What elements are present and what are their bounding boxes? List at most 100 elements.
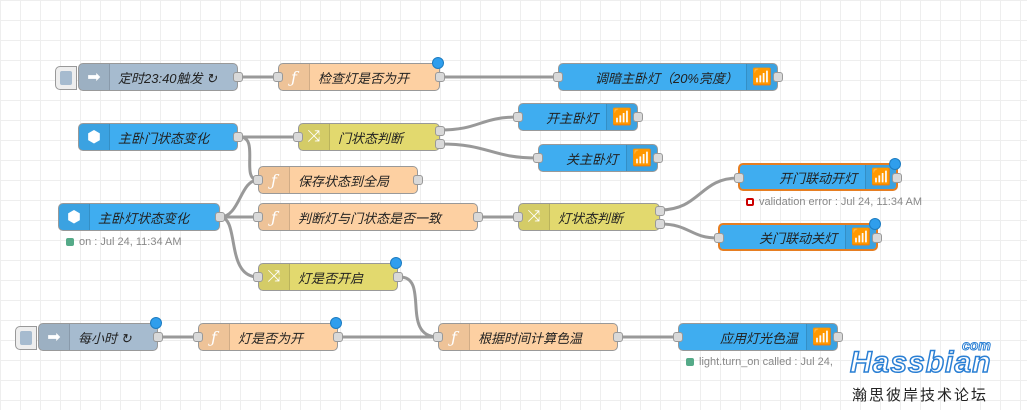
output-port[interactable] xyxy=(215,212,225,222)
output-port[interactable] xyxy=(233,72,243,82)
output-port[interactable] xyxy=(473,212,483,222)
function-node-calc-temp[interactable]: ƒ 根据时间计算色温 xyxy=(433,323,623,351)
output-port[interactable] xyxy=(333,332,343,342)
input-port[interactable] xyxy=(673,332,683,342)
output-port[interactable] xyxy=(653,153,663,163)
node-label: 调暗主卧灯（20%亮度） xyxy=(594,70,738,86)
inject-button[interactable] xyxy=(15,326,37,350)
function-icon: ƒ xyxy=(279,64,310,90)
ha-service-node-light-on[interactable]: 📶 开主卧灯 xyxy=(513,103,643,131)
watermark-com: com xyxy=(962,337,992,354)
output-port[interactable] xyxy=(892,173,902,183)
output-port[interactable] xyxy=(872,233,882,243)
status-indicator xyxy=(746,198,754,206)
output-port[interactable] xyxy=(413,175,423,185)
node-label: 灯是否为开 xyxy=(238,330,304,346)
input-port[interactable] xyxy=(253,175,263,185)
function-node-is-on[interactable]: ƒ 灯是否为开 xyxy=(193,317,343,351)
switch-node-is-light-on[interactable]: ⤨ 灯是否开启 xyxy=(253,257,403,291)
function-node-check-light[interactable]: ƒ 检查灯是否为开 xyxy=(273,57,445,91)
node-label: 关门联动关灯 xyxy=(758,230,837,246)
switch-icon: ⤨ xyxy=(299,124,330,150)
status-text: validation error : Jul 24, 11:34 AM xyxy=(759,196,923,208)
input-port[interactable] xyxy=(253,272,263,282)
output-port[interactable] xyxy=(435,72,445,82)
input-port[interactable] xyxy=(714,233,724,243)
function-node-compare[interactable]: ƒ 判断灯与门状态是否一致 xyxy=(253,203,483,231)
ha-service-node-dim[interactable]: 📶 调暗主卧灯（20%亮度） xyxy=(553,63,783,91)
router-icon: 📶 xyxy=(606,104,637,130)
watermark-subtitle: 瀚思彼岸技术论坛 xyxy=(852,387,989,404)
output-port[interactable] xyxy=(393,272,403,282)
node-label: 灯状态判断 xyxy=(558,210,624,226)
changed-indicator xyxy=(889,158,901,170)
node-label: 主卧灯状态变化 xyxy=(98,210,190,226)
status-text: light.turn_on called : Jul 24, xyxy=(699,356,833,368)
node-label: 开主卧灯 xyxy=(545,110,598,126)
arrow-right-icon: ➡ xyxy=(39,324,70,350)
function-icon: ƒ xyxy=(259,204,290,230)
input-port[interactable] xyxy=(553,72,563,82)
status-validation: validation error : Jul 24, 11:34 AM xyxy=(746,196,922,208)
switch-icon: ⤨ xyxy=(519,204,550,230)
status-light-state: on : Jul 24, 11:34 AM xyxy=(66,236,182,248)
input-port[interactable] xyxy=(533,153,543,163)
router-icon: 📶 xyxy=(845,225,876,249)
node-label: 应用灯光色温 xyxy=(719,330,798,346)
input-port[interactable] xyxy=(433,332,443,342)
state-change-icon: ⬢ xyxy=(59,204,90,230)
input-port[interactable] xyxy=(193,332,203,342)
status-indicator xyxy=(66,238,74,246)
output-port[interactable] xyxy=(633,112,643,122)
router-icon: 📶 xyxy=(806,324,837,350)
node-label: 检查灯是否为开 xyxy=(318,70,410,86)
input-port[interactable] xyxy=(293,132,303,142)
ha-service-node-door-close[interactable]: 📶 关门联动关灯 xyxy=(714,218,882,251)
inject-node-hourly[interactable]: ➡ 每小时 ↻ xyxy=(15,317,163,351)
ha-service-node-door-open[interactable]: 📶 开门联动开灯 xyxy=(734,158,902,191)
node-label: 定时23:40触发 ↻ xyxy=(118,70,218,86)
input-port[interactable] xyxy=(734,173,744,183)
output-port[interactable] xyxy=(613,332,623,342)
function-icon: ƒ xyxy=(199,324,230,350)
output-port[interactable] xyxy=(833,332,843,342)
node-label: 开门联动开灯 xyxy=(778,170,857,186)
switch-node-light[interactable]: ⤨ 灯状态判断 xyxy=(513,203,665,231)
router-icon: 📶 xyxy=(626,145,657,171)
inject-button[interactable] xyxy=(55,66,77,90)
output-port-2[interactable] xyxy=(435,139,445,149)
watermark-brand: Hassbian xyxy=(849,345,992,380)
status-turn-on: light.turn_on called : Jul 24, xyxy=(686,356,833,368)
output-port-1[interactable] xyxy=(435,126,445,136)
function-icon: ƒ xyxy=(259,167,290,193)
arrow-right-icon: ➡ xyxy=(79,64,110,90)
ha-service-node-apply-temp[interactable]: 📶 应用灯光色温 xyxy=(673,323,843,351)
router-icon: 📶 xyxy=(746,64,777,90)
output-port[interactable] xyxy=(233,132,243,142)
inject-node-timer[interactable]: ➡ 定时23:40触发 ↻ xyxy=(55,63,243,91)
output-port[interactable] xyxy=(773,72,783,82)
changed-indicator xyxy=(869,218,881,230)
node-label: 判断灯与门状态是否一致 xyxy=(298,210,442,226)
function-node-save-state[interactable]: ƒ 保存状态到全局 xyxy=(253,166,423,194)
node-label: 门状态判断 xyxy=(338,130,404,146)
node-label: 每小时 ↻ xyxy=(78,330,132,346)
ha-state-node-light[interactable]: ⬢ 主卧灯状态变化 xyxy=(58,203,225,231)
input-port[interactable] xyxy=(253,212,263,222)
node-label: 灯是否开启 xyxy=(298,270,364,286)
ha-service-node-light-off[interactable]: 📶 关主卧灯 xyxy=(533,144,663,172)
output-port[interactable] xyxy=(153,332,163,342)
output-port-1[interactable] xyxy=(655,206,665,216)
status-indicator xyxy=(686,358,694,366)
ha-state-node-door[interactable]: ⬢ 主卧门状态变化 xyxy=(78,123,243,151)
output-port-2[interactable] xyxy=(655,219,665,229)
changed-indicator xyxy=(150,317,162,329)
input-port[interactable] xyxy=(273,72,283,82)
input-port[interactable] xyxy=(513,212,523,222)
status-text: on : Jul 24, 11:34 AM xyxy=(79,236,182,248)
input-port[interactable] xyxy=(513,112,523,122)
function-icon: ƒ xyxy=(439,324,470,350)
node-label: 关主卧灯 xyxy=(565,151,618,167)
node-label: 保存状态到全局 xyxy=(298,173,390,189)
switch-node-door[interactable]: ⤨ 门状态判断 xyxy=(293,123,445,151)
